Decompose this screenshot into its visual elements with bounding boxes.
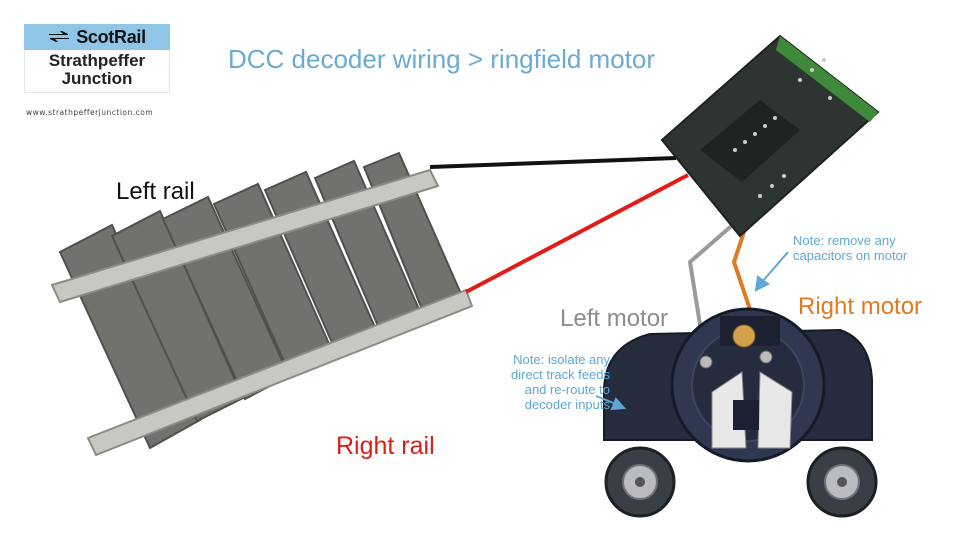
right-rail-label: Right rail bbox=[336, 432, 435, 460]
rails bbox=[50, 168, 474, 457]
scotrail-logo: ScotRail Strathpeffer Junction bbox=[24, 24, 170, 93]
right-motor-label: Right motor bbox=[798, 293, 923, 320]
isolate-note: Note: isolate any direct track feeds and… bbox=[480, 352, 610, 412]
isolate-note-line: direct track feeds bbox=[511, 367, 610, 382]
logo-url: www.strathpefferjunction.com bbox=[26, 108, 154, 117]
capacitor-note-line: capacitors on motor bbox=[793, 248, 908, 263]
logo-name-line1: Strathpeffer bbox=[48, 51, 146, 70]
logo-brand: ScotRail bbox=[76, 26, 146, 47]
left-rail-label: Left rail bbox=[116, 178, 195, 205]
logo-name-line2: Junction bbox=[61, 69, 133, 88]
track-piece bbox=[50, 151, 474, 457]
isolate-note-line: and re-route to bbox=[524, 382, 610, 397]
diagram-title: DCC decoder wiring > ringfield motor bbox=[228, 44, 656, 74]
motor-wheels bbox=[604, 446, 878, 518]
logo-brand-bar: ScotRail bbox=[24, 24, 170, 50]
left-motor-label: Left motor bbox=[560, 305, 669, 332]
isolate-note-line: Note: isolate any bbox=[513, 352, 610, 367]
ringfield-motor bbox=[603, 307, 873, 463]
arrow-capacitor-note bbox=[754, 251, 789, 292]
logo-name-block: Strathpeffer Junction bbox=[24, 50, 170, 93]
right-rail-wire bbox=[465, 173, 689, 294]
isolate-note-line: decoder inputs bbox=[524, 397, 610, 412]
arrow-isolate-note bbox=[595, 395, 627, 411]
scotrail-arrows-icon bbox=[49, 31, 70, 42]
capacitor-note-line: Note: remove any bbox=[793, 233, 896, 248]
left-rail-wire bbox=[429, 156, 677, 169]
capacitor-note: Note: remove any capacitors on motor bbox=[793, 233, 907, 263]
dcc-decoder bbox=[660, 34, 880, 238]
